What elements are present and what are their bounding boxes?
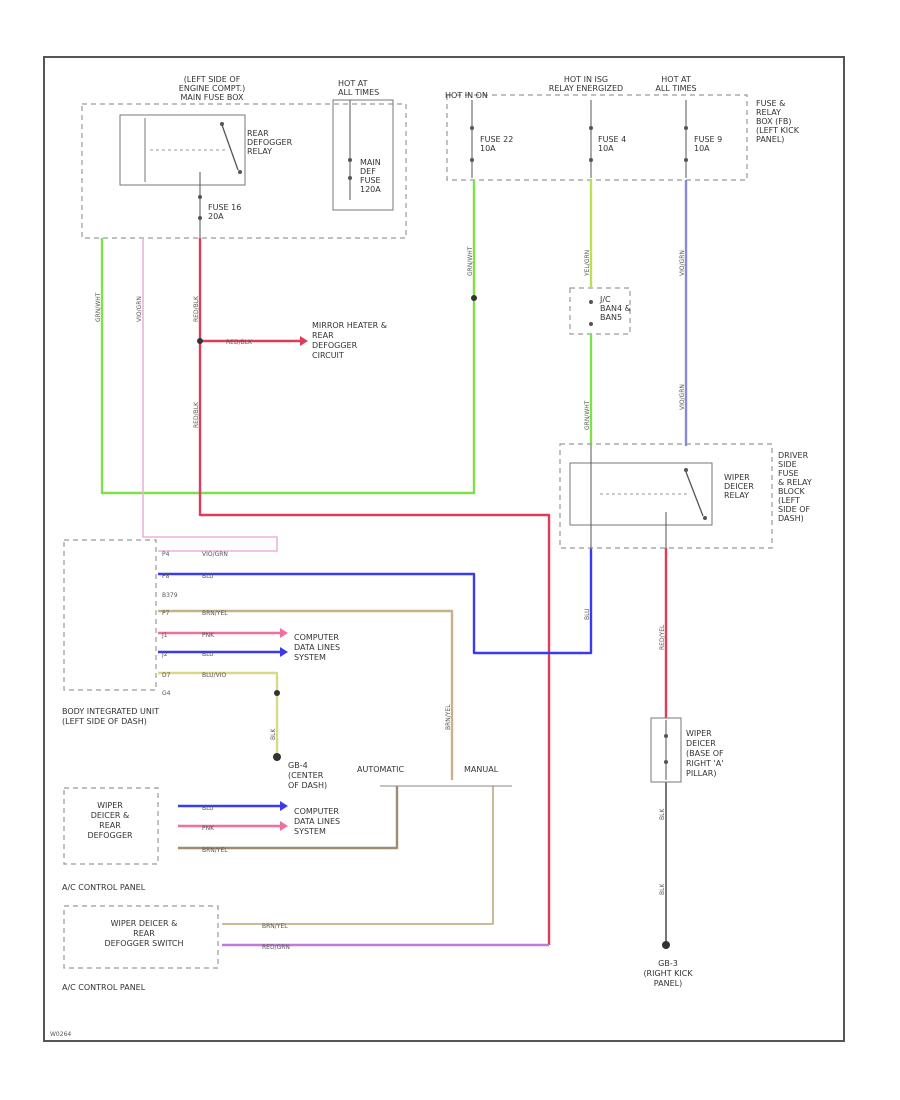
svg-text:BRN/YEL: BRN/YEL [202, 610, 228, 617]
svg-text:GRN/WHT: GRN/WHT [95, 292, 102, 322]
svg-text:VIO/GRN: VIO/GRN [202, 551, 228, 558]
svg-text:VIO/GRN: VIO/GRN [679, 250, 686, 276]
splices [197, 295, 670, 949]
svg-text:P4: P4 [162, 551, 170, 558]
svg-text:BLU: BLU [584, 608, 591, 620]
body-integrated-unit: P4 P8 B379 P7 J1 J2 D7 G4 BODY INTEGRATE… [62, 539, 178, 726]
svg-text:P7: P7 [162, 610, 170, 617]
svg-text:P8: P8 [162, 573, 170, 580]
svg-text:BLU/VIO: BLU/VIO [202, 672, 226, 679]
svg-text:PNK: PNK [202, 632, 215, 639]
wire-yellow-d7 [158, 671, 279, 755]
svg-text:J2: J2 [161, 651, 168, 658]
svg-text:RED/BLK: RED/BLK [226, 339, 253, 346]
svg-text:BLK: BLK [659, 808, 666, 820]
svg-text:BRN/YEL: BRN/YEL [262, 923, 288, 930]
wire-tan-2 [222, 786, 494, 925]
svg-text:GRN/WHT: GRN/WHT [584, 400, 591, 430]
svg-text:HOT IN ON: HOT IN ON [445, 91, 488, 100]
svg-text:A/C CONTROL PANEL: A/C CONTROL PANEL [62, 883, 146, 892]
svg-text:BLU: BLU [202, 573, 214, 580]
wire-blue [158, 548, 593, 655]
arrows [280, 336, 308, 831]
svg-text:BLK: BLK [659, 883, 666, 895]
svg-text:B379: B379 [162, 592, 178, 599]
svg-text:BRN/YEL: BRN/YEL [445, 704, 452, 730]
svg-text:RED/YEL: RED/YEL [659, 624, 666, 650]
footer-code: W0264 [50, 1031, 71, 1038]
svg-text:YEL/GRN: YEL/GRN [584, 250, 591, 277]
automatic-manual: AUTOMATIC MANUAL [357, 765, 512, 787]
wire-green [100, 180, 476, 495]
svg-text:VIO/GRN: VIO/GRN [679, 384, 686, 410]
wire-red-pink [198, 238, 551, 945]
wire-labels: GRN/WHT VIO/GRN RED/BLK RED/BLK RED/BLK … [95, 246, 686, 951]
biu-label: BODY INTEGRATED UNIT(LEFT SIDE OF DASH) [62, 707, 159, 726]
svg-text:VIO/GRN: VIO/GRN [136, 296, 143, 322]
wires [100, 180, 688, 947]
svg-text:D7: D7 [162, 672, 171, 679]
svg-text:MANUAL: MANUAL [464, 765, 499, 774]
svg-text:BLK: BLK [270, 728, 277, 740]
svg-text:G4: G4 [162, 690, 171, 697]
svg-text:J1: J1 [161, 632, 168, 639]
wire-brown [178, 786, 399, 850]
svg-text:A/C CONTROL PANEL: A/C CONTROL PANEL [62, 983, 146, 992]
svg-text:RED/BLK: RED/BLK [193, 295, 200, 322]
svg-text:BLU: BLU [202, 805, 214, 812]
wire-tan [158, 609, 454, 780]
svg-text:BRN/YEL: BRN/YEL [202, 847, 228, 854]
wire-lightpink [142, 238, 278, 552]
svg-text:RED/GRN: RED/GRN [262, 944, 290, 951]
svg-text:AUTOMATIC: AUTOMATIC [357, 765, 405, 774]
svg-text:GRN/WHT: GRN/WHT [467, 246, 474, 276]
svg-text:BLU: BLU [202, 651, 214, 658]
diagram-frame [43, 56, 845, 1042]
svg-text:RED/BLK: RED/BLK [193, 401, 200, 428]
svg-text:PNK: PNK [202, 825, 215, 832]
